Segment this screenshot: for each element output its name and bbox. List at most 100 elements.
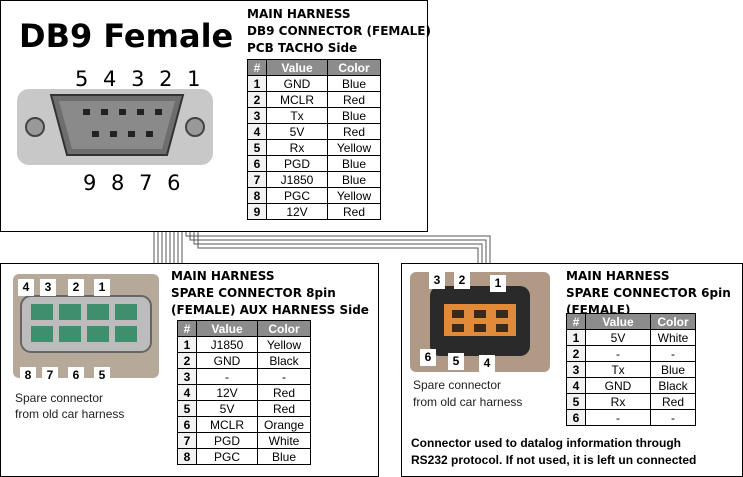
col-header: #	[177, 320, 197, 337]
pin-label: 5	[94, 367, 110, 384]
pin-number: 6	[247, 155, 267, 172]
usage-note-line-1: Connector used to datalog information th…	[411, 436, 681, 450]
pin-label: 4	[479, 355, 495, 372]
pin-color: Blue	[327, 171, 381, 188]
pin-value: PGD	[196, 432, 258, 449]
pin-value: J1850	[266, 171, 328, 188]
pin-number: 6	[177, 416, 197, 433]
pin-label: 1	[490, 275, 506, 292]
pin-label: 2	[454, 272, 470, 289]
pin-value: PGC	[196, 448, 258, 465]
pin-value: MCLR	[266, 91, 328, 108]
pin-number: 2	[247, 91, 267, 108]
spare-8pin-panel: 4 3 2 1 8 7 6 5 Spare connector from old…	[0, 263, 379, 477]
pin-value: GND	[266, 75, 328, 92]
pin-label: 6	[420, 349, 436, 366]
pin-number: 5	[177, 400, 197, 417]
pin-label: 6	[68, 367, 84, 384]
pin-number: 2	[566, 345, 586, 362]
col-header: Value	[585, 313, 651, 330]
pin-number: 5	[247, 139, 267, 156]
pin-label: 3	[429, 272, 445, 289]
pin-number: 1	[566, 329, 586, 346]
pin-label: 1	[94, 279, 110, 296]
pin-color: Blue	[327, 75, 381, 92]
pin-color: Yellow	[327, 187, 381, 204]
pin-value: Rx	[585, 393, 651, 410]
pin-value: 12V	[266, 203, 328, 220]
pin-value: Tx	[266, 107, 328, 124]
caption-line-2: from old car harness	[413, 395, 523, 409]
pin-number: 4	[247, 123, 267, 140]
caption-line-1: Spare connector	[15, 391, 104, 405]
pin-color: Black	[257, 352, 311, 369]
col-header: #	[247, 59, 267, 76]
pin-value: PGD	[266, 155, 328, 172]
db9-pins-top: 5 4 3 2 1	[75, 67, 205, 91]
pin-value: -	[585, 409, 651, 426]
table-row: 6--	[566, 409, 696, 426]
pin-number: 5	[566, 393, 586, 410]
pin-number: 4	[566, 377, 586, 394]
pin-label: 2	[68, 279, 84, 296]
pin-value: Tx	[585, 361, 651, 378]
caption-line-2: from old car harness	[15, 407, 125, 421]
spare8-heading-2: SPARE CONNECTOR 8pin	[171, 286, 336, 300]
pin-color: Red	[327, 91, 381, 108]
pin-color: Red	[257, 384, 311, 401]
pin-value: GND	[196, 352, 258, 369]
col-header: Value	[266, 59, 328, 76]
pin-value: -	[196, 368, 258, 385]
pin-color: Orange	[257, 416, 311, 433]
pin-color: Red	[327, 203, 381, 220]
col-header: Color	[327, 59, 381, 76]
pin-color: White	[257, 432, 311, 449]
table-row: 3--	[177, 368, 311, 385]
db9-heading-2: DB9 CONNECTOR (FEMALE)	[247, 24, 431, 38]
pin-color: Yellow	[257, 336, 311, 353]
col-header: Value	[196, 320, 258, 337]
pin-color: White	[650, 329, 696, 346]
db9-connector-image	[17, 89, 213, 165]
spare6-heading-3: (FEMALE)	[566, 303, 631, 313]
usage-note-line-2: RS232 protocol. If not used, it is left …	[411, 453, 697, 467]
spare8-heading-1: MAIN HARNESS	[171, 269, 275, 283]
col-header: #	[566, 313, 586, 330]
pin-label: 5	[448, 353, 464, 370]
pin-number: 7	[177, 432, 197, 449]
pin-color: Yellow	[327, 139, 381, 156]
pin-color: Red	[327, 123, 381, 140]
pin-label: 4	[18, 279, 34, 296]
spare6-heading-1: MAIN HARNESS	[566, 269, 670, 283]
db9-panel: DB9 Female 5 4 3 2 1 9 8 7 6 MAIN HARNES…	[0, 0, 431, 232]
pin-value: -	[585, 345, 651, 362]
pin-number: 3	[177, 368, 197, 385]
pin-value: 5V	[585, 329, 651, 346]
pin-value: 5V	[266, 123, 328, 140]
db9-big-title: DB9 Female	[19, 17, 234, 55]
pin-number: 4	[177, 384, 197, 401]
pin-value: PGC	[266, 187, 328, 204]
pin-color: -	[257, 368, 311, 385]
pin-color: Blue	[650, 361, 696, 378]
pin-value: MCLR	[196, 416, 258, 433]
spare8-heading-3: (FEMALE) AUX HARNESS Side	[171, 303, 369, 317]
pin-number: 8	[177, 448, 197, 465]
pin-number: 6	[566, 409, 586, 426]
